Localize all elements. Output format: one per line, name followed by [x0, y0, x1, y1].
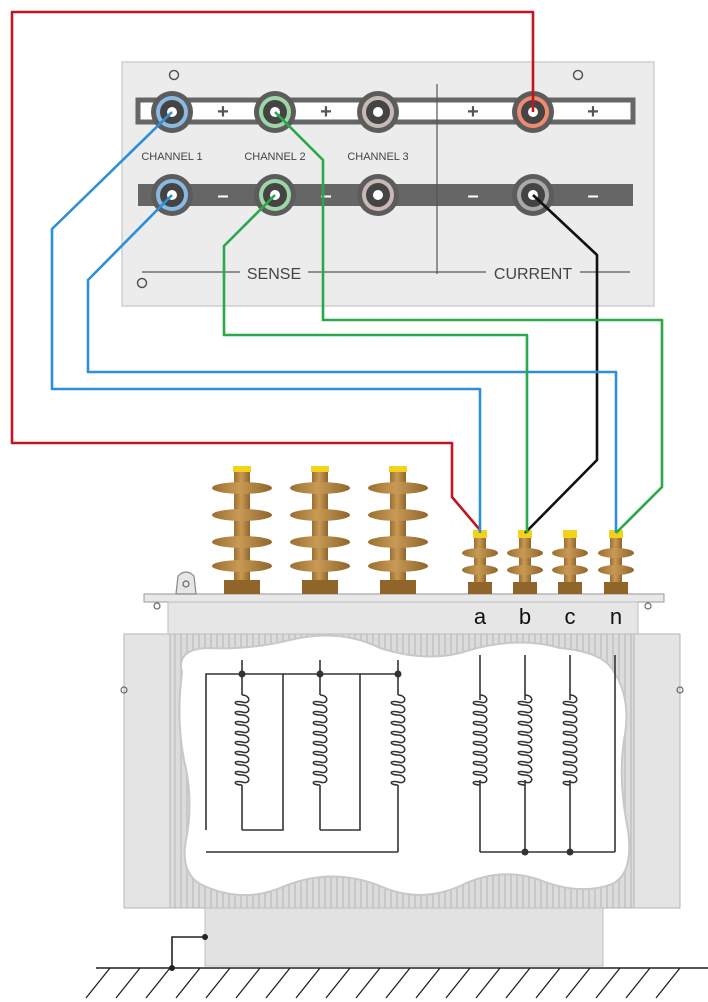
panel-screw — [572, 69, 584, 81]
test-instrument-panel: SENSE CURRENT + + + + – – – – CHANNEL 1 … — [121, 61, 655, 307]
channel-2-label: CHANNEL 2 — [244, 151, 305, 163]
current-plus-lead — [10, 10, 535, 531]
hv-windings — [205, 660, 399, 853]
plus-sign: + — [467, 101, 479, 123]
channel1-minus-lead — [86, 194, 618, 533]
ground-connection — [171, 936, 205, 968]
hv-bushing — [212, 466, 272, 594]
terminal-c-label: c — [565, 604, 576, 629]
terminal-b-label: b — [519, 604, 531, 629]
ground-symbol — [85, 967, 708, 999]
minus-sign: – — [587, 185, 598, 207]
terminal-labels: a b c n — [474, 604, 622, 629]
channel1-plus-lead — [50, 111, 482, 533]
lv-bushing — [598, 530, 634, 594]
channel2-plus-lead — [274, 111, 664, 534]
winding-coil — [234, 694, 250, 786]
minus-sign: – — [467, 185, 478, 207]
hv-bushing — [290, 466, 350, 594]
test-leads — [10, 10, 664, 534]
lv-bushing — [552, 530, 588, 594]
current-label: CURRENT — [494, 266, 572, 283]
plus-sign: + — [217, 101, 229, 123]
jack-channel3-plus[interactable] — [357, 91, 399, 133]
sense-label: SENSE — [247, 266, 301, 283]
winding-coil — [312, 694, 328, 786]
transformer-base — [204, 907, 604, 967]
channel2-minus-lead — [222, 194, 529, 533]
minus-sign: – — [217, 185, 228, 207]
jack-channel3-minus[interactable] — [357, 174, 399, 216]
channel-1-label: CHANNEL 1 — [141, 151, 202, 163]
hv-bushings — [212, 466, 428, 594]
current-minus-lead — [524, 194, 599, 534]
hv-bushing — [368, 466, 428, 594]
panel-screw — [136, 277, 148, 289]
winding-coil — [390, 694, 406, 786]
transformer — [85, 571, 708, 999]
winding-coil — [517, 694, 533, 786]
lv-windings — [479, 655, 616, 853]
lv-bushing — [462, 530, 498, 594]
lv-bushings — [462, 530, 634, 594]
minus-sign: – — [320, 185, 331, 207]
cutaway-window — [178, 634, 631, 897]
terminal-a-label: a — [474, 604, 487, 629]
winding-coil — [472, 694, 488, 786]
plus-sign: + — [587, 101, 599, 123]
transformer-cover — [143, 593, 665, 603]
lv-bushing — [507, 530, 543, 594]
winding-coil — [562, 694, 578, 786]
plus-sign: + — [320, 101, 332, 123]
coil-group — [234, 694, 578, 786]
channel-3-label: CHANNEL 3 — [347, 151, 408, 163]
terminal-n-label: n — [610, 604, 622, 629]
panel-screw — [168, 69, 180, 81]
